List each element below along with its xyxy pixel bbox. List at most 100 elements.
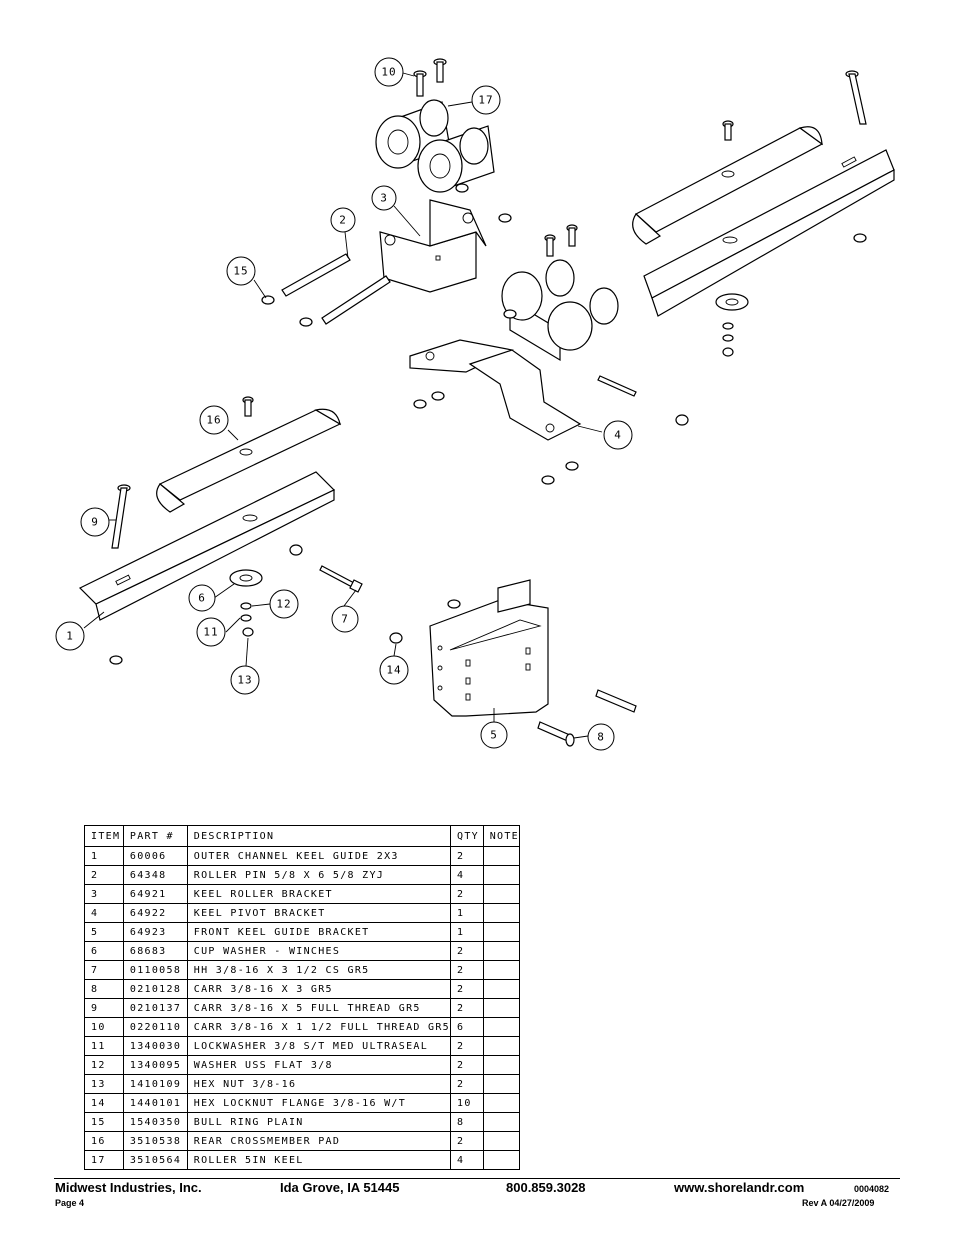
cell-note	[482, 1036, 521, 1056]
callout-17: 17	[471, 85, 501, 115]
cell-description: WASHER USS FLAT 3/8	[186, 1055, 452, 1075]
cell-part-number: 0210137	[122, 998, 188, 1018]
svg-text:16: 16	[206, 414, 221, 427]
footer-company: Midwest Industries, Inc.	[55, 1180, 202, 1195]
cell-item: 17	[84, 1150, 124, 1170]
cell-qty: 8	[450, 1112, 484, 1132]
cell-note	[482, 960, 521, 980]
svg-text:8: 8	[597, 731, 605, 744]
callout-7: 7	[331, 605, 359, 633]
cell-description: ROLLER PIN 5/8 X 6 5/8 ZYJ	[186, 865, 452, 885]
footer-divider	[54, 1178, 900, 1179]
header-description: DESCRIPTION	[186, 825, 452, 847]
cell-note	[482, 979, 521, 999]
svg-text:2: 2	[339, 214, 347, 227]
locknut-f	[853, 233, 867, 243]
cell-part-number: 64921	[122, 884, 188, 904]
carriage-bolt-10-a	[413, 70, 427, 97]
cell-item: 15	[84, 1112, 124, 1132]
cell-part-number: 1340095	[122, 1055, 188, 1075]
cell-description: HH 3/8-16 X 3 1/2 CS GR5	[186, 960, 452, 980]
roller-pair-lower	[501, 259, 619, 362]
cup-washer-stack-right	[715, 293, 749, 357]
cell-description: OUTER CHANNEL KEEL GUIDE 2X3	[186, 846, 452, 866]
footer-city: Ida Grove, IA 51445	[280, 1180, 400, 1195]
callout-13: 13	[230, 665, 260, 695]
cell-part-number: 1440101	[122, 1093, 188, 1113]
svg-text:14: 14	[386, 664, 401, 677]
header-note: NOTE	[482, 825, 521, 847]
carriage-bolt-10-b	[433, 58, 447, 83]
cell-part-number: 0110058	[122, 960, 188, 980]
rear-crossmember-pad-right	[632, 126, 824, 245]
footer-phone: 800.859.3028	[506, 1180, 586, 1195]
cell-part-number: 3510564	[122, 1150, 188, 1170]
cell-qty: 2	[450, 941, 484, 961]
cell-note	[482, 922, 521, 942]
callout-8: 8	[587, 723, 615, 751]
cell-item: 6	[84, 941, 124, 961]
svg-text:12: 12	[276, 598, 291, 611]
svg-text:6: 6	[198, 592, 206, 605]
cell-note	[482, 998, 521, 1018]
keel-roller-bracket-upper	[379, 199, 487, 293]
cell-part-number: 1340030	[122, 1036, 188, 1056]
locknut-b	[431, 391, 445, 401]
svg-text:9: 9	[91, 516, 99, 529]
callout-1: 1	[55, 621, 85, 651]
cell-part-number: 1410109	[122, 1074, 188, 1094]
cell-qty: 2	[450, 846, 484, 866]
header-qty: QTY	[450, 825, 484, 847]
callout-10: 10	[374, 57, 404, 87]
svg-text:4: 4	[614, 429, 622, 442]
outer-channel-left	[78, 471, 336, 621]
locknut-j	[389, 632, 403, 644]
cup-washer-stack-left	[229, 569, 263, 637]
cell-part-number: 3510538	[122, 1131, 188, 1151]
table-header-row: ITEM PART # DESCRIPTION QTY NOTE	[84, 825, 521, 847]
callout-12: 12	[269, 589, 299, 619]
cell-description: CARR 3/8-16 X 1 1/2 FULL THREAD GR5	[186, 1017, 452, 1037]
carriage-bolt-9-left	[111, 484, 131, 549]
cell-note	[482, 903, 521, 923]
cell-description: CARR 3/8-16 X 5 FULL THREAD GR5	[186, 998, 452, 1018]
cell-qty: 1	[450, 903, 484, 923]
cell-qty: 6	[450, 1017, 484, 1037]
cell-part-number: 60006	[122, 846, 188, 866]
cell-item: 5	[84, 922, 124, 942]
cell-note	[482, 1055, 521, 1075]
cell-item: 4	[84, 903, 124, 923]
carriage-bolt-10-e	[722, 120, 734, 141]
carriage-bolt-8-b	[537, 721, 575, 747]
cell-note	[482, 1093, 521, 1113]
header-item: ITEM	[84, 825, 124, 847]
cell-qty: 4	[450, 1150, 484, 1170]
cell-item: 13	[84, 1074, 124, 1094]
cell-description: LOCKWASHER 3/8 S/T MED ULTRASEAL	[186, 1036, 452, 1056]
cell-item: 1	[84, 846, 124, 866]
cell-item: 7	[84, 960, 124, 980]
svg-text:5: 5	[490, 729, 498, 742]
cell-item: 8	[84, 979, 124, 999]
cell-description: BULL RING PLAIN	[186, 1112, 452, 1132]
cell-part-number: 64923	[122, 922, 188, 942]
svg-text:1: 1	[66, 630, 74, 643]
hex-locknut-flange	[498, 213, 512, 223]
cell-qty: 1	[450, 922, 484, 942]
callout-16: 16	[199, 405, 229, 435]
callout-15: 15	[226, 256, 256, 286]
cell-note	[482, 1017, 521, 1037]
cell-qty: 2	[450, 884, 484, 904]
callout-leaders	[83, 72, 603, 739]
